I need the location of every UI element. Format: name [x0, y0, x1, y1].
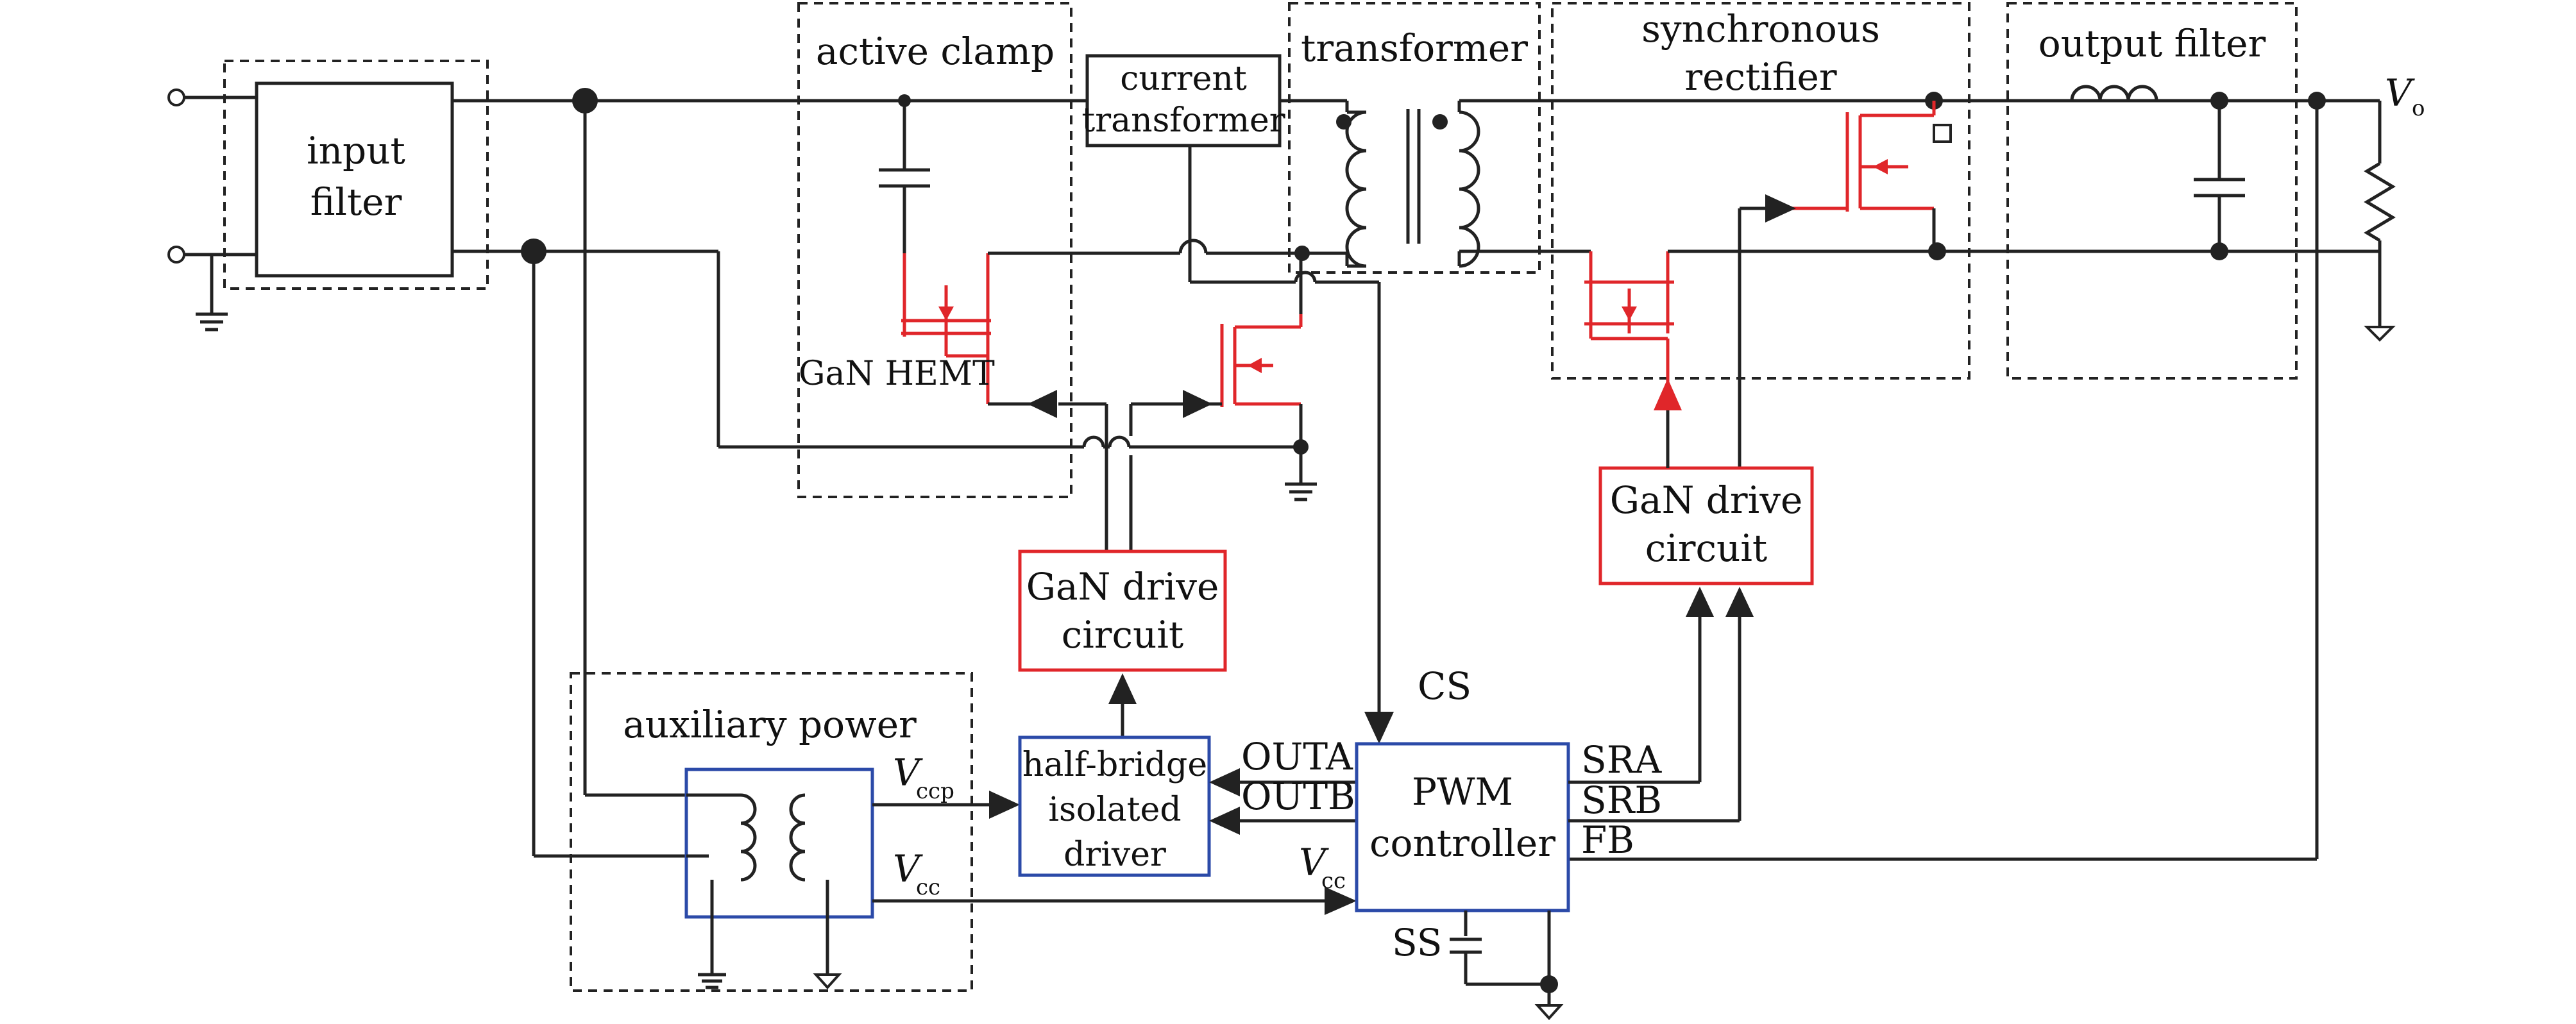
cs-label: CS	[1418, 664, 1471, 708]
arrow-vcc	[1325, 887, 1357, 915]
arrow-vccp	[989, 791, 1020, 819]
current-transformer-label-1: current	[1120, 60, 1247, 98]
vcc-label: V	[893, 847, 923, 891]
current-transformer-label-2: transformer	[1081, 101, 1285, 140]
gate-arrow-clamp	[1028, 390, 1057, 418]
sync-rect-label-2: rectifier	[1684, 55, 1836, 99]
vcc-subscript: cc	[916, 875, 940, 900]
auxiliary-power-region	[570, 672, 973, 992]
pwm-controller-box	[1355, 742, 1570, 912]
transformer-secondary	[1459, 110, 1480, 268]
gan-drive-right-label-1: GaN drive	[1610, 478, 1803, 522]
auxiliary-transformer-box	[684, 768, 874, 919]
gate-arrow-sr-upper	[1765, 194, 1796, 222]
vo-subscript: o	[2412, 96, 2425, 121]
ground-icon	[813, 973, 842, 989]
synchronous-rectifier-region	[1551, 2, 1970, 380]
vccp-label: V	[893, 751, 923, 794]
output-inductor	[2070, 85, 2158, 101]
fb-label: FB	[1581, 818, 1634, 862]
transformer-region	[1288, 2, 1541, 274]
gan-drive-left-label-1: GaN drive	[1026, 565, 1219, 609]
half-bridge-label-2: isolated	[1048, 791, 1181, 829]
input-filter-label-1: input	[307, 129, 405, 172]
arrow-to-gan-drive-left	[1108, 673, 1137, 704]
vcc-controller-label: V	[1299, 841, 1329, 884]
arrow-srb	[1725, 587, 1754, 617]
srb-label: SRB	[1581, 778, 1662, 822]
gate-arrow-main	[1183, 390, 1212, 418]
ss-label: SS	[1392, 921, 1442, 964]
pwm-controller-label-2: controller	[1369, 821, 1555, 865]
arrow-outa	[1209, 768, 1240, 796]
half-bridge-label-3: driver	[1063, 835, 1166, 874]
input-filter-box	[255, 81, 454, 278]
vccp-subscript: ccp	[916, 778, 954, 804]
active-clamp-label: active clamp	[816, 29, 1055, 73]
transformer-primary	[1345, 110, 1367, 268]
gan-hemt-label: GaN HEMT	[799, 355, 995, 393]
gan-drive-right-box	[1598, 466, 1814, 585]
gan-drive-left-label-2: circuit	[1062, 613, 1183, 657]
output-filter-region	[2006, 2, 2298, 380]
outa-label: OUTA	[1241, 735, 1353, 778]
active-clamp-region	[797, 2, 1072, 498]
gan-drive-right-label-2: circuit	[1645, 526, 1767, 570]
vo-label: V	[2385, 71, 2415, 115]
gan-drive-left-box	[1018, 550, 1227, 672]
transformer-label: transformer	[1301, 26, 1528, 70]
load-resistor	[2364, 162, 2396, 242]
output-filter-label: output filter	[2038, 22, 2266, 65]
arrow-outb	[1209, 807, 1240, 835]
sync-rect-label-1: synchronous	[1641, 7, 1880, 51]
arrow-sra	[1686, 587, 1714, 617]
outb-label: OUTB	[1241, 775, 1355, 818]
input-filter-label-2: filter	[310, 180, 402, 224]
half-bridge-label-1: half-bridge	[1022, 746, 1207, 784]
input-terminal-bottom	[167, 246, 185, 264]
input-filter-region	[223, 60, 489, 290]
pwm-controller-label-1: PWM	[1412, 770, 1513, 814]
sra-label: SRA	[1581, 738, 1662, 782]
input-terminal-top	[167, 88, 185, 106]
ground-icon	[1534, 1004, 1564, 1020]
vcc-controller-subscript: cc	[1321, 868, 1346, 894]
cs-arrow	[1364, 712, 1394, 744]
ground-icon	[2364, 326, 2396, 342]
auxiliary-power-label: auxiliary power	[623, 703, 917, 746]
half-bridge-driver-box	[1018, 735, 1211, 877]
